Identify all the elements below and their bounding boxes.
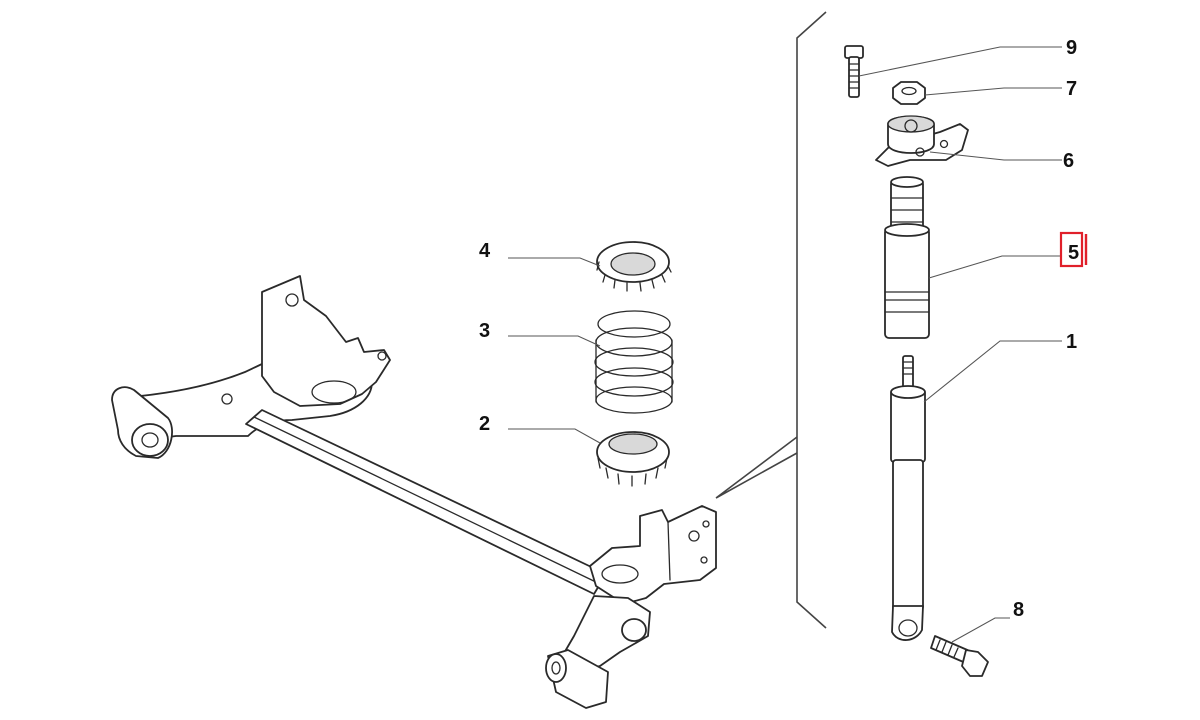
exploded-view-frame <box>796 11 827 629</box>
upper-shock-mount <box>875 115 969 167</box>
left-bracket-hole <box>221 393 233 405</box>
spring-coil <box>597 310 671 338</box>
leader-line-6 <box>929 151 1062 161</box>
callout-2[interactable]: 2 <box>479 413 490 435</box>
spring-coil <box>595 386 673 414</box>
leader-line-9 <box>858 46 1062 77</box>
shock-mount-hole <box>700 556 708 564</box>
right-bushing-bore <box>551 661 561 675</box>
mount-cup-top <box>887 115 935 133</box>
leader-line-4 <box>508 257 601 267</box>
dust-boot-bands <box>884 291 930 313</box>
leader-line-8 <box>951 617 1010 643</box>
shock-lower-eye <box>891 605 924 641</box>
right-trailing-arm <box>559 595 651 673</box>
leader-line-1 <box>923 340 1062 403</box>
shock-mount-hole <box>702 520 710 528</box>
mount-hole <box>915 147 925 157</box>
exploded-view-pointer <box>715 436 798 499</box>
bolt-shank <box>848 56 860 98</box>
upper-spring-insulator <box>596 241 672 292</box>
callout-8[interactable]: 8 <box>1013 599 1024 621</box>
shock-mount-hole <box>688 530 700 542</box>
right-bushing-eye <box>545 653 567 683</box>
leader-line-7 <box>924 87 1062 96</box>
left-bracket-hole <box>285 293 299 307</box>
callout-7[interactable]: 7 <box>1066 78 1077 100</box>
lower-bolt-head <box>961 649 989 677</box>
shock-eye-bore <box>898 619 918 637</box>
shock-rod-thread <box>902 361 914 375</box>
lower-insulator-ring <box>608 433 658 455</box>
insulator-inner-ring <box>610 252 656 276</box>
lower-shock-bolt <box>930 635 989 677</box>
leader-line-2 <box>508 428 601 444</box>
shock-dust-boot <box>884 176 930 339</box>
cross-beam-tube <box>245 409 607 595</box>
right-spring-seat-hole <box>601 564 639 584</box>
spring-side <box>595 339 673 403</box>
leader-line-5 <box>928 255 1062 279</box>
lower-bolt-thread <box>935 639 959 658</box>
left-spring-bracket <box>261 275 391 407</box>
left-bracket-hole <box>377 351 387 361</box>
top-mount-bolt <box>844 45 864 98</box>
left-spring-seat-hole <box>311 380 357 404</box>
right-shock-bracket <box>589 505 717 605</box>
right-bracket-flange <box>667 521 671 581</box>
insulator-teeth <box>596 261 672 292</box>
callout-4[interactable]: 4 <box>479 240 491 262</box>
lower-spring-insulator <box>596 431 670 487</box>
nut-hex <box>892 81 926 105</box>
bump-stop-rings <box>890 197 924 223</box>
mount-hole <box>939 139 949 149</box>
shock-lower-tube <box>892 459 924 611</box>
bump-stop-top <box>890 176 924 188</box>
leader-line-3 <box>508 335 601 347</box>
nut-bore <box>901 86 917 96</box>
shock-upper-body <box>890 389 926 463</box>
shock-upper-cap <box>890 385 926 399</box>
shock-absorber <box>890 355 926 641</box>
top-mount-nut <box>892 81 926 105</box>
selected-callout-highlight <box>1059 231 1084 268</box>
left-bushing-bore <box>141 432 159 448</box>
left-bushing-eye <box>131 423 169 457</box>
right-arm-boss <box>621 618 647 642</box>
callout-9[interactable]: 9 <box>1066 37 1077 59</box>
callout-5[interactable]: 5 <box>1068 242 1079 264</box>
callout-6[interactable]: 6 <box>1063 150 1074 172</box>
cross-beam-edge <box>253 416 601 585</box>
callout-1[interactable]: 1 <box>1066 331 1077 353</box>
lower-insulator-teeth <box>597 457 668 487</box>
dust-boot-top <box>884 223 930 237</box>
spring-coil <box>594 367 674 397</box>
dust-boot-body <box>884 227 930 339</box>
mount-stud <box>904 119 918 133</box>
coil-spring <box>594 310 674 414</box>
spring-coil <box>594 347 674 377</box>
callout-3[interactable]: 3 <box>479 320 490 342</box>
rear-axle-beam <box>111 275 717 709</box>
bolt-thread <box>848 63 860 89</box>
